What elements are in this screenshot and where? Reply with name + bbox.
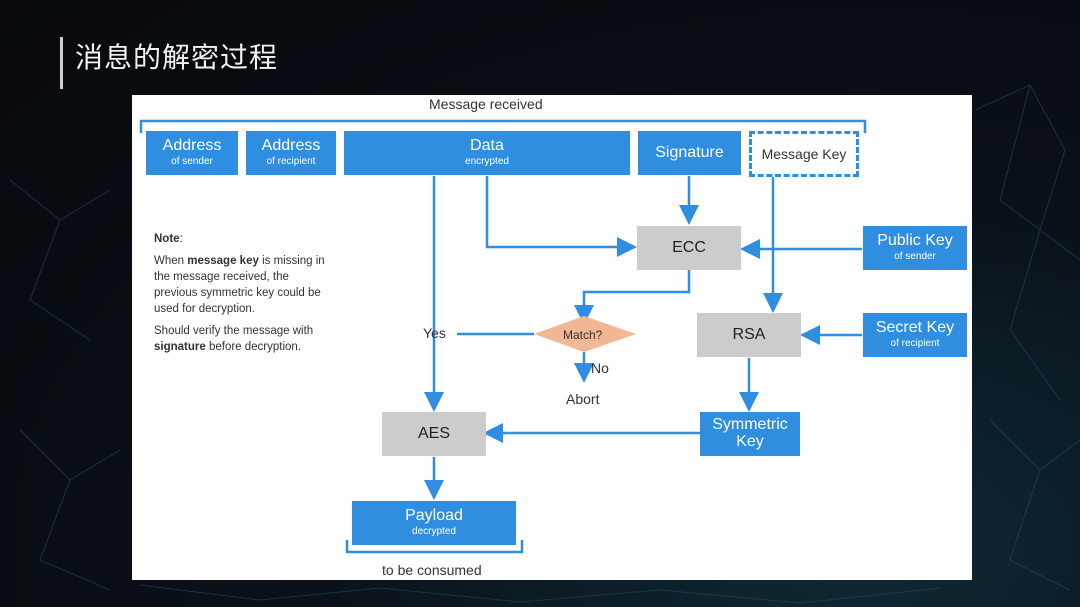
payload-sub: decrypted bbox=[412, 526, 456, 538]
diagram-panel: Message received Address of sender Addre… bbox=[132, 95, 972, 580]
field-message-key: Message Key bbox=[749, 131, 859, 177]
field-sub: of recipient bbox=[266, 156, 316, 168]
field-main: Signature bbox=[655, 143, 724, 161]
note-text-part: before decryption. bbox=[205, 341, 302, 353]
note-bold: signature bbox=[154, 341, 206, 353]
note-text: Note: When message key is missing in the… bbox=[154, 233, 325, 353]
title-accent-bar bbox=[60, 37, 63, 89]
payload-main: Payload bbox=[405, 507, 463, 525]
key-sub: of recipient bbox=[890, 338, 940, 350]
key-main: Public Key bbox=[877, 232, 953, 250]
secret-key-recipient: Secret Key of recipient bbox=[863, 313, 967, 357]
field-main: Address bbox=[261, 137, 321, 155]
key-main: Secret Key bbox=[875, 319, 955, 337]
yes-label: Yes bbox=[423, 325, 446, 341]
message-received-label: Message received bbox=[429, 96, 543, 112]
key-sub: of sender bbox=[894, 251, 936, 263]
note-text-part: is missing in the message received, the … bbox=[154, 255, 325, 315]
payload-bracket bbox=[345, 540, 524, 554]
payload-decrypted: Payload decrypted bbox=[352, 501, 516, 545]
to-be-consumed-label: to be consumed bbox=[382, 562, 482, 578]
field-address-sender: Address of sender bbox=[146, 131, 238, 175]
note-text-part: When bbox=[154, 255, 188, 267]
field-data: Data encrypted bbox=[344, 131, 630, 175]
field-signature: Signature bbox=[638, 131, 741, 175]
field-main: Data bbox=[470, 137, 504, 155]
abort-label: Abort bbox=[566, 391, 600, 407]
process-rsa: RSA bbox=[697, 313, 801, 357]
note-bold: message key bbox=[187, 255, 259, 267]
slide-title: 消息的解密过程 bbox=[75, 41, 279, 74]
match-decision-label: Match? bbox=[563, 328, 603, 342]
field-address-recipient: Address of recipient bbox=[246, 131, 336, 175]
process-aes: AES bbox=[382, 412, 486, 456]
ecc-to-match bbox=[574, 270, 691, 325]
note-title: Note bbox=[154, 233, 180, 245]
public-key-sender: Public Key of sender bbox=[863, 226, 967, 270]
no-label: No bbox=[591, 360, 609, 376]
process-ecc: ECC bbox=[637, 226, 741, 270]
field-main: Address bbox=[162, 137, 222, 155]
flow-connectors bbox=[139, 119, 867, 554]
note-text-part: Should verify the message with bbox=[154, 325, 314, 337]
message-bracket bbox=[139, 119, 867, 133]
field-sub: of sender bbox=[171, 156, 213, 168]
key-main: Symmetric Key bbox=[712, 416, 788, 450]
data-to-ecc bbox=[485, 176, 637, 257]
symmetric-key: Symmetric Key bbox=[700, 412, 800, 456]
field-sub: encrypted bbox=[465, 156, 509, 168]
match-decision-shape bbox=[534, 316, 636, 352]
